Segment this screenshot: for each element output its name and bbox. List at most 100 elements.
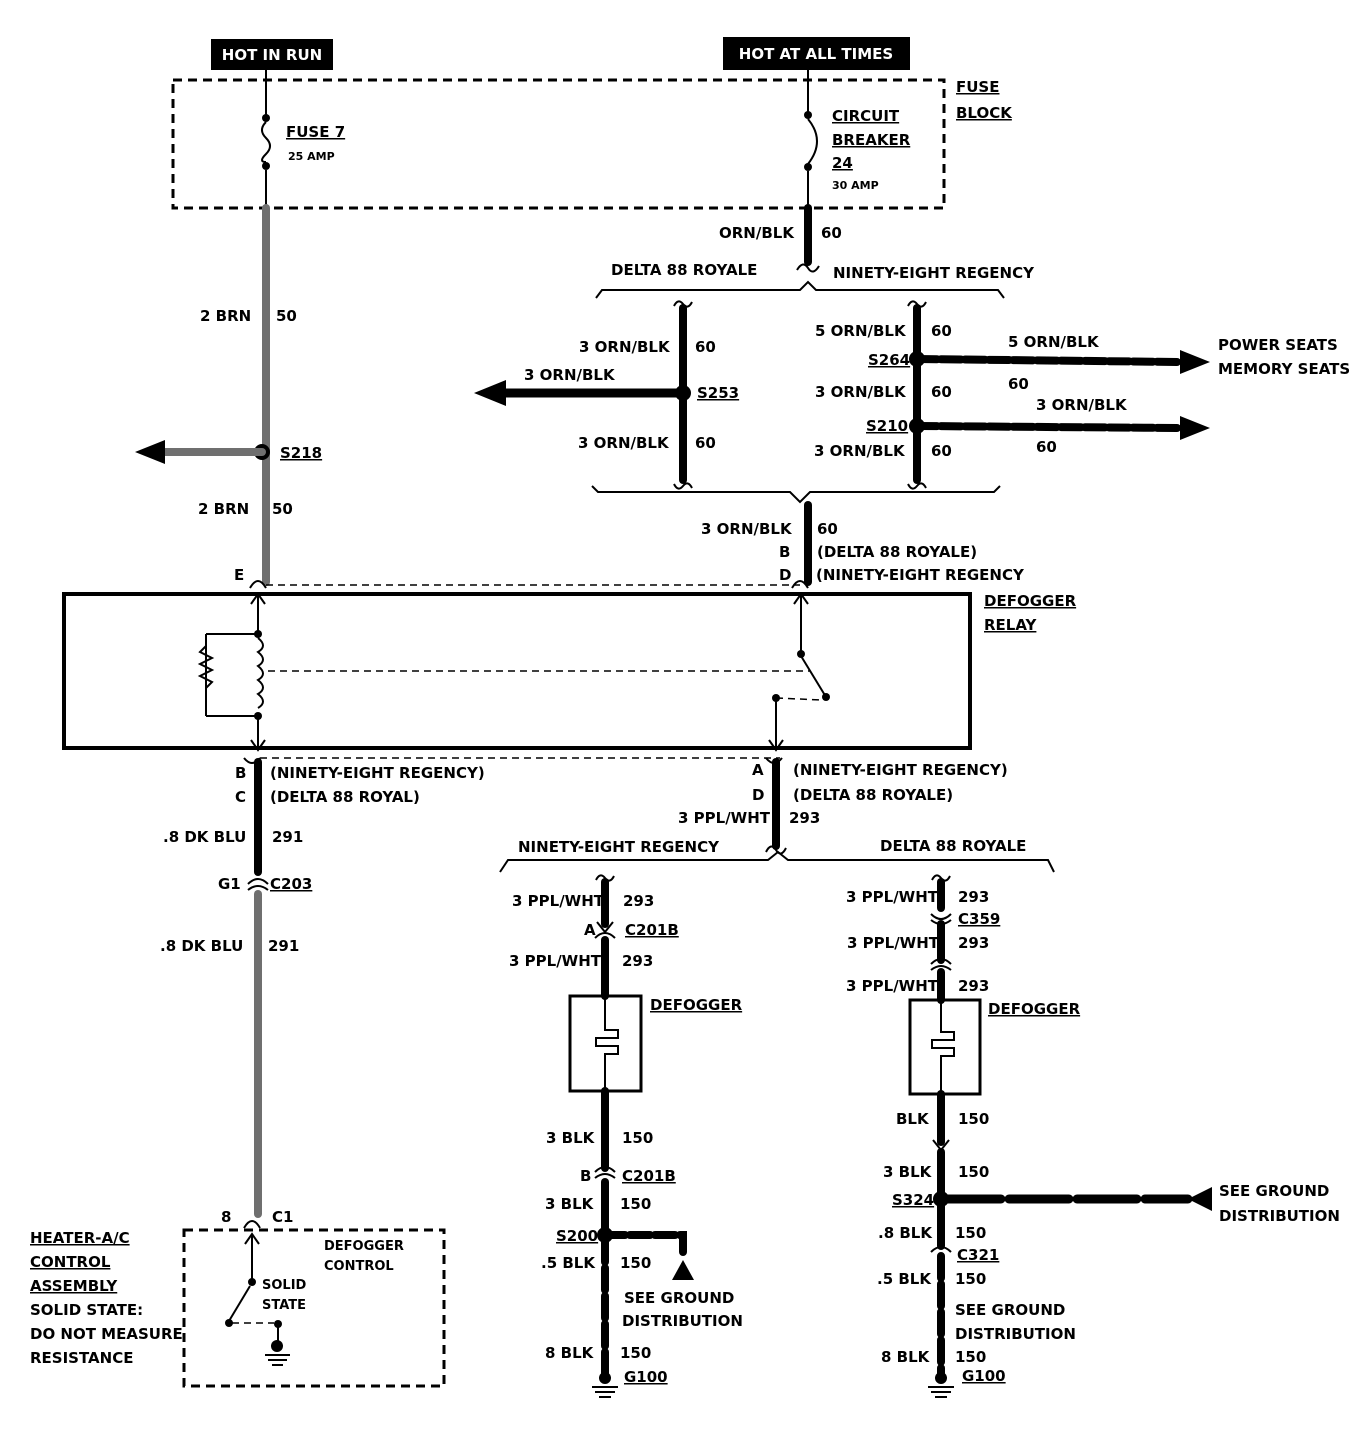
control-note: DO NOT MEASURE (30, 1325, 183, 1343)
circuit-number: 293 (789, 809, 820, 827)
variant-label: DELTA 88 ROYALE (880, 837, 1026, 855)
see-ground-label: SEE GROUND (1219, 1182, 1329, 1200)
hot-in-run-header: HOT IN RUN (211, 39, 333, 70)
circuit-breaker-label: CIRCUIT (832, 107, 900, 125)
pin-label: C (235, 788, 246, 806)
circuit-number: 60 (1036, 438, 1057, 456)
circuit-number: 60 (695, 338, 716, 356)
defogger-label: DEFOGGER (988, 1000, 1081, 1018)
wire-s264-branch (913, 355, 1184, 366)
pin-label: A (584, 921, 596, 939)
variant-brace (591, 485, 1001, 504)
wire-label: ORN/BLK (719, 224, 795, 242)
pin-note: (DELTA 88 ROYALE) (793, 786, 953, 804)
wire-label: 3 PPL/WHT (678, 809, 771, 827)
wire-label: .8 DK BLU (163, 828, 246, 846)
connector-c359 (930, 913, 952, 920)
wire-label: 8 BLK (881, 1348, 931, 1366)
see-ground-label: SEE GROUND (955, 1301, 1065, 1319)
svg-text:HOT IN RUN: HOT IN RUN (222, 46, 322, 64)
destination-label: MEMORY SEATS (1218, 360, 1350, 378)
circuit-breaker-number: 24 (832, 154, 853, 172)
variant-label: DELTA 88 ROYALE (611, 261, 757, 279)
wire-break-symbol (673, 300, 693, 308)
defogger-relay-box (62, 592, 972, 750)
pin-label: 8 (221, 1208, 231, 1226)
wire-label: 3 ORN/BLK (1036, 396, 1128, 414)
control-label: ASSEMBLY (30, 1277, 118, 1295)
control-switch-symbol (225, 1232, 282, 1346)
arrow-left-icon (135, 440, 165, 464)
variant-label: NINETY-EIGHT REGENCY (518, 838, 720, 856)
connector-symbol (930, 958, 952, 965)
circuit-number: 60 (1008, 375, 1029, 393)
wire-label: 3 ORN/BLK (579, 338, 671, 356)
splice-label: S200 (556, 1227, 598, 1245)
wire-break-symbol (907, 300, 927, 308)
circuit-number: 293 (958, 977, 989, 995)
connector-c203 (247, 878, 269, 885)
fuse-block-label: FUSE (956, 78, 999, 96)
circuit-number: 50 (276, 307, 297, 325)
circuit-number: 150 (620, 1344, 651, 1362)
circuit-number: 150 (620, 1195, 651, 1213)
pin-label: B (779, 543, 790, 561)
wire-label: 3 ORN/BLK (701, 520, 793, 538)
circuit-number: 60 (931, 383, 952, 401)
wire-label: 3 BLK (546, 1129, 596, 1147)
wire-break-symbol (765, 845, 787, 855)
pin-label: E (234, 566, 244, 584)
see-ground-label: DISTRIBUTION (622, 1312, 743, 1330)
wire-label: 2 BRN (200, 307, 251, 325)
connector-symbol (594, 932, 616, 939)
wire-label: 3 ORN/BLK (578, 434, 670, 452)
circuit-breaker-24-symbol (804, 70, 818, 208)
circuit-number: 60 (931, 322, 952, 340)
wire-label: 3 BLK (545, 1195, 595, 1213)
pin-label: D (752, 786, 764, 804)
wire-label: 3 PPL/WHT (846, 888, 939, 906)
splice-label: S210 (866, 417, 908, 435)
see-ground-label: SEE GROUND (624, 1289, 734, 1307)
pin-label: A (752, 761, 764, 779)
circuit-number: 60 (817, 520, 838, 538)
fuse-7-label: FUSE 7 (286, 123, 345, 141)
circuit-number: 50 (272, 500, 293, 518)
circuit-number: 291 (272, 828, 303, 846)
wire-label: 3 PPL/WHT (509, 952, 602, 970)
wire-label: 3 ORN/BLK (814, 442, 906, 460)
fuse-block-label-2: BLOCK (956, 104, 1013, 122)
connector-label: C203 (270, 875, 312, 893)
relay-coil-symbol (197, 592, 266, 752)
circuit-number: 293 (958, 934, 989, 952)
ground-icon (592, 1372, 618, 1398)
destination-label: POWER SEATS (1218, 336, 1338, 354)
connector-label: C321 (957, 1246, 999, 1264)
wire-label: .8 BLK (878, 1224, 933, 1242)
circuit-number: 293 (958, 888, 989, 906)
wire-s200-ground-branch (601, 1231, 687, 1256)
circuit-number: 60 (931, 442, 952, 460)
connector-label: C1 (272, 1208, 293, 1226)
circuit-number: 150 (955, 1348, 986, 1366)
variant-brace (499, 850, 1055, 873)
control-note: RESISTANCE (30, 1349, 133, 1367)
circuit-number: 291 (268, 937, 299, 955)
arrow-right-icon (1180, 416, 1210, 440)
pin-label: B (235, 764, 246, 782)
pin-label: D (779, 566, 791, 584)
circuit-number: 150 (958, 1110, 989, 1128)
splice-label: S324 (892, 1191, 934, 1209)
connector-symbol (791, 580, 809, 589)
ground-icon (928, 1372, 954, 1398)
wire-label: 5 ORN/BLK (815, 322, 907, 340)
wire-label: BLK (896, 1110, 930, 1128)
arrow-right-icon (1180, 350, 1210, 374)
arrow-left-icon (1188, 1187, 1212, 1211)
wire-label: 3 BLK (883, 1163, 933, 1181)
wire-break-symbol (907, 482, 927, 490)
rear-defogger-grid (908, 998, 982, 1096)
connector-symbol (249, 580, 267, 589)
connector-c321 (930, 1246, 952, 1253)
wire-label: 3 ORN/BLK (815, 383, 907, 401)
